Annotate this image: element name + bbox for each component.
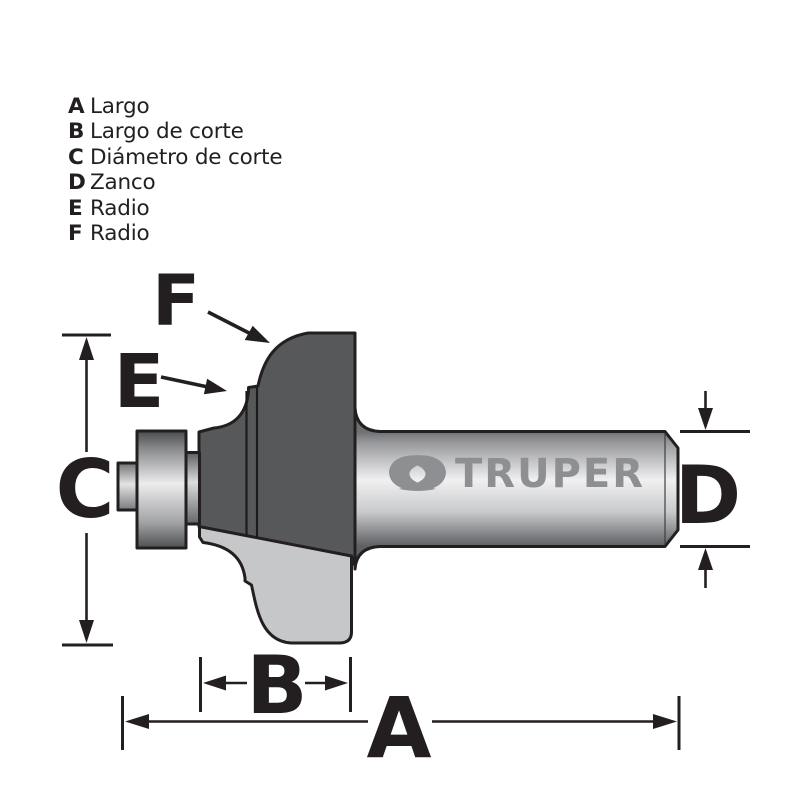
truper-logo-icon — [389, 455, 446, 491]
shank-body — [353, 406, 680, 571]
rear-flute — [198, 523, 353, 645]
callout-e: E — [114, 339, 227, 425]
brand-name: TRUPER — [455, 451, 645, 497]
dim-c-arrow-down — [79, 620, 94, 643]
legend-label-c: Diámetro de corte — [90, 144, 283, 170]
dim-c-arrow-up — [79, 337, 94, 360]
dim-b-label: B — [247, 639, 308, 732]
dimension-d: D — [675, 391, 750, 588]
dim-b-arrow-right — [325, 675, 348, 691]
legend: A Largo B Largo de corte C Diámetro de c… — [68, 94, 283, 246]
dim-a-arrow-right — [653, 714, 677, 729]
callout-e-label: E — [114, 339, 165, 425]
shank — [353, 406, 680, 571]
legend-label-f: Radio — [90, 221, 150, 247]
legend-label-d: Zanco — [90, 170, 156, 196]
legend-letter-c: C — [68, 144, 84, 170]
dim-a-label: A — [366, 679, 431, 777]
legend-label-a: Largo — [90, 94, 150, 119]
dimension-b: B — [199, 639, 352, 732]
legend-letter-f: F — [68, 221, 83, 247]
legend-row-c: C Diámetro de corte — [68, 144, 283, 170]
callout-f-label: F — [152, 260, 200, 342]
dimension-a: A — [121, 679, 681, 777]
callout-e-line — [160, 375, 209, 389]
brand-logo: TRUPER — [389, 451, 645, 497]
callout-f-line — [207, 310, 252, 336]
callout-e-arrow — [203, 378, 227, 395]
legend-row-b: B Largo de corte — [68, 119, 282, 144]
pilot-bearing — [135, 429, 188, 550]
dim-d-arrow-down — [698, 408, 713, 430]
legend-letter-b: B — [68, 119, 85, 145]
legend-letter-d: D — [68, 170, 86, 196]
bearing-assembly — [116, 429, 201, 550]
callout-f: F — [152, 260, 270, 343]
dim-a-arrow-left — [125, 714, 149, 729]
legend-row-f: F Radio — [68, 221, 282, 246]
dim-d-label: D — [675, 449, 741, 542]
legend-row-e: E Radio — [68, 196, 282, 221]
legend-label-b: Largo de corte — [90, 119, 244, 145]
legend-row-d: D Zanco — [68, 170, 282, 195]
cutter-head — [197, 331, 357, 568]
dimension-c: C — [56, 333, 115, 647]
rear-flute-shape — [198, 523, 353, 645]
legend-row-a: A Largo — [68, 94, 282, 119]
legend-letter-a: A — [68, 94, 85, 119]
dim-b-arrow-left — [203, 675, 226, 691]
dim-c-label: C — [56, 443, 115, 536]
dim-d-arrow-up — [698, 548, 713, 570]
bearing-axle — [116, 461, 140, 512]
callout-f-arrow — [244, 325, 270, 343]
bearing-spacer — [184, 451, 201, 526]
cutter-head-shape — [197, 331, 357, 568]
legend-letter-e: E — [68, 195, 83, 221]
legend-label-e: Radio — [90, 195, 150, 221]
